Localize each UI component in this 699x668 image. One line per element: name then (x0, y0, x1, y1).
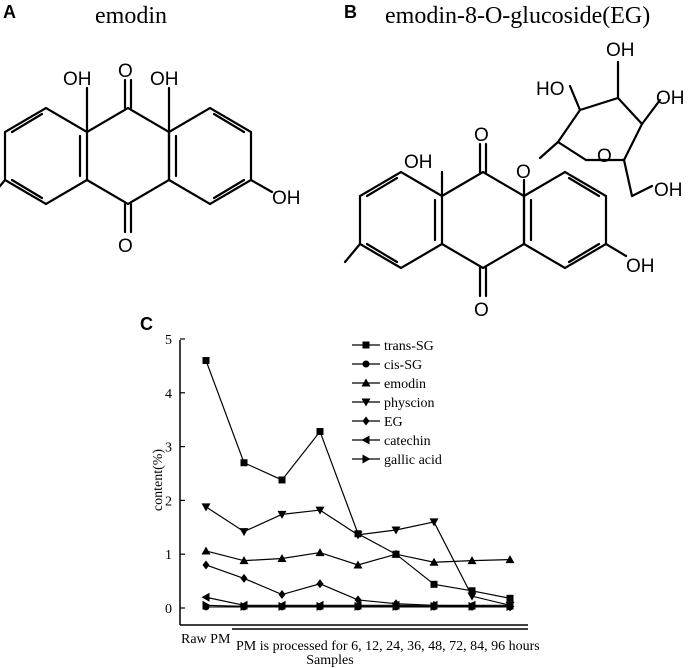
y-tick-label: 0 (165, 602, 172, 617)
data-point-5-0 (201, 592, 210, 602)
data-point-2-2 (277, 554, 287, 563)
panel-a-label: A (3, 2, 16, 22)
y-tick-label: 3 (165, 441, 172, 456)
legend-marker (362, 360, 370, 368)
data-point-0-8 (506, 594, 514, 602)
legend-marker (361, 435, 370, 445)
x-tick-raw-pm: Raw PM (181, 632, 231, 647)
eg-carbonyl-o-bottom: O (474, 300, 489, 321)
legend-label: physcion (384, 396, 435, 411)
panel-c-label: C (140, 314, 153, 334)
legend-marker (362, 341, 370, 349)
data-point-0-2 (278, 476, 286, 484)
legend-label: gallic acid (384, 453, 442, 468)
legend-marker (361, 398, 371, 407)
data-point-4-1 (240, 573, 248, 583)
legend-marker (361, 378, 371, 387)
data-point-6-8 (506, 601, 515, 611)
data-point-4-2 (278, 590, 286, 600)
data-point-6-3 (316, 601, 325, 611)
data-point-6-6 (430, 601, 439, 611)
data-point-3-0 (201, 503, 211, 512)
eg-ring-o: O (597, 146, 612, 167)
content-chart: 0 1 2 3 4 5 content(%) Raw PM PM is processed… (151, 333, 540, 668)
legend-label: catechin (384, 434, 431, 449)
data-point-6-2 (278, 601, 287, 611)
data-point-6-4 (354, 601, 363, 611)
y-tick-label: 5 (165, 333, 172, 348)
data-point-2-0 (201, 546, 211, 555)
eg-oh-6: OH (626, 256, 655, 277)
data-point-6-7 (468, 601, 477, 611)
data-point-3-1 (239, 528, 249, 537)
legend-marker (362, 416, 370, 426)
data-point-3-2 (277, 510, 287, 519)
x-tick-processed: PM is processed for 6, 12, 24, 36, 48, 7… (236, 639, 540, 654)
data-point-0-3 (316, 428, 324, 436)
data-point-0-0 (202, 357, 210, 365)
data-point-6-5 (392, 601, 401, 611)
series-lines (205, 360, 511, 608)
data-point-4-0 (202, 560, 210, 570)
eg-sugar-oh-6: OH (654, 180, 683, 201)
legend-marker (362, 454, 371, 464)
data-point-2-1 (239, 556, 249, 565)
data-point-2-8 (505, 555, 515, 564)
data-point-3-4 (353, 531, 363, 540)
y-tick-label: 2 (165, 494, 172, 509)
data-point-2-3 (315, 548, 325, 557)
y-tick-label: 1 (165, 548, 172, 563)
emodin-carbonyl-o-top: O (118, 61, 133, 82)
eg-sugar-ho-2: HO (536, 79, 565, 100)
emodin-oh-6: OH (272, 188, 301, 209)
eg-carbonyl-o-top: O (474, 125, 489, 146)
data-point-0-1 (240, 459, 248, 467)
eg-sugar-oh-4: OH (656, 88, 685, 109)
legend-label: cis-SG (384, 358, 422, 373)
y-axis-label: content(%) (151, 449, 166, 512)
emodin-carbonyl-o-bottom: O (118, 236, 133, 257)
eg-structure (343, 60, 662, 298)
emodin-oh-1: OH (63, 69, 92, 90)
series-line-3 (205, 506, 511, 606)
legend-label: trans-SG (384, 339, 434, 354)
panel-a-title: emodin (95, 3, 167, 29)
eg-sugar-oh-3: OH (606, 40, 635, 61)
panel-b-title: emodin-8-O-glucoside(EG) (385, 3, 650, 29)
data-point-6-0 (202, 600, 211, 610)
data-point-3-7 (467, 592, 477, 601)
series-markers (201, 357, 515, 612)
y-ticks: 0 1 2 3 4 5 (165, 333, 185, 617)
y-tick-label: 4 (165, 387, 172, 402)
data-point-3-3 (315, 506, 325, 515)
data-point-0-6 (430, 580, 438, 588)
data-point-6-1 (240, 601, 249, 611)
data-point-3-6 (429, 518, 439, 527)
data-point-2-6 (429, 557, 439, 566)
data-point-2-5 (391, 549, 401, 558)
legend-label: EG (384, 415, 403, 430)
panel-b-label: B (344, 2, 357, 22)
data-point-2-7 (467, 556, 477, 565)
data-point-4-3 (316, 579, 324, 589)
data-point-0-7 (468, 587, 476, 595)
x-axis-label: Samples (306, 653, 353, 668)
eg-oh-1: OH (404, 152, 433, 173)
eg-glycosidic-o: O (516, 162, 531, 183)
emodin-oh-8: OH (150, 69, 179, 90)
data-point-3-5 (391, 526, 401, 535)
legend-label: emodin (384, 377, 426, 392)
data-point-2-4 (353, 560, 363, 569)
emodin-structure (0, 78, 274, 234)
